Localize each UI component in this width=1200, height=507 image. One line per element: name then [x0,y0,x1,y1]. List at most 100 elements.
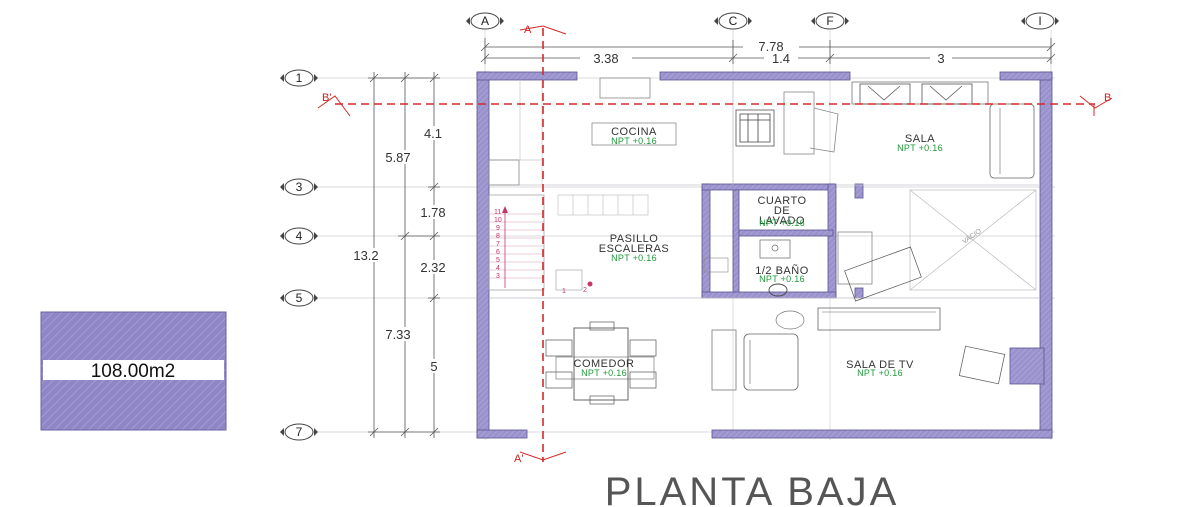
grid-row-bubbles: 1 3 4 5 7 [280,69,318,441]
dim-row-3: 2.32 [420,260,445,275]
void-label: VACIO [961,227,983,245]
stair-num: 9 [496,225,500,232]
grid-bubble-1: 1 [280,69,318,87]
stair-num: 7 [496,241,500,248]
grid-bubble-f: F [811,12,849,30]
sofa-tv-left [743,333,799,391]
dim-row-2: 1.78 [420,205,445,220]
area-label: 108.00m2 [91,361,176,382]
dim-mid-b: 7.33 [385,327,410,342]
desk-icon [837,231,873,285]
stair-num: 6 [496,249,500,256]
stair-num: 3 [496,273,500,280]
void-area: VACIO [909,189,1037,291]
room-pasillo-2: ESCALERAS [599,243,670,255]
svg-text:4: 4 [296,229,303,243]
room-cuarto-1: CUARTO [757,195,806,207]
dim-overall-height: 13.2 [353,248,378,263]
grid-bubble-4: 4 [280,227,318,245]
living-furniture [851,81,1035,179]
dining-table-icon [573,327,629,401]
kitchen-furniture [488,77,839,186]
svg-text:C: C [729,14,738,28]
npt-pasillo: NPT +0.16 [611,253,657,263]
interior-lines [489,80,1040,299]
chair-icon [844,246,922,302]
stove-icon [735,109,775,147]
stair-num: 5 [496,257,500,264]
fridge [488,159,520,186]
room-pasillo-1: PASILLO [610,233,659,245]
stair: 11 10 9 8 7 6 5 4 3 1 2 [488,194,649,295]
room-labels: COCINA NPT +0.16 SALA NPT +0.16 CUARTO D… [555,122,943,380]
grid-bubble-7: 7 [280,423,318,441]
stair-num: 10 [494,217,502,224]
svg-text:1: 1 [296,71,303,85]
npt-cocina: NPT +0.16 [611,136,657,146]
area-label-bg [43,360,224,380]
grid-bubble-3: 3 [280,178,318,196]
room-cocina: COCINA [611,126,657,138]
area-legend: 108.00m2 [40,311,227,431]
counter [783,91,815,155]
walls [476,71,1053,439]
cut-label-b-right: B [1104,92,1111,104]
dim-row-1: 4.1 [424,126,442,141]
npt-sala-tv: NPT +0.16 [857,368,903,378]
svg-text:3: 3 [296,180,303,194]
comedor-label-box [555,356,655,380]
room-cuarto-2: DE [774,205,790,217]
dim-seg-3: 3 [937,51,944,66]
dim-seg-1: 3.38 [593,51,618,66]
sofa-tv-top [817,307,941,331]
tv-room-furniture [711,231,1006,391]
npt-lavado: NPT +0.16 [759,218,805,228]
svg-text:I: I [1038,14,1041,28]
dim-mid-a: 5.87 [385,150,410,165]
stair-start-dot [587,281,593,287]
armchair-icon [921,83,973,105]
grid-column-bubbles: A C F I [466,12,1059,30]
dim-seg-2: 1.4 [772,51,790,66]
dim-row-4: 5 [430,359,437,374]
window-sala [851,81,989,105]
grid-bubble-i: I [1021,12,1059,30]
npt-comedor: NPT +0.16 [581,368,627,378]
armchair-icon [859,83,911,105]
grid-bubble-c: C [714,12,752,30]
svg-text:7: 7 [296,425,303,439]
stair-num: 8 [496,233,500,240]
svg-text:A: A [481,14,489,28]
npt-sala: NPT +0.16 [897,143,943,153]
door-swing [703,257,729,273]
room-bano: 1/2 BAÑO [755,264,809,277]
toilet-icon [768,283,788,297]
window-top [599,77,651,99]
cut-label-b-left: B' [322,92,331,104]
svg-text:5: 5 [296,291,303,305]
laundry-bath-fixtures [703,239,791,297]
stair-num: 1 [562,288,566,295]
stair-num: 11 [494,209,501,216]
tv-cabinet [711,329,737,391]
room-cuarto-3: LAVADO [759,215,805,227]
sofa-icon [989,103,1035,179]
dim-total-width: 7.78 [758,39,783,54]
cut-label-a-bottom: A' [514,453,523,465]
side-table-icon [775,310,805,330]
dining-furniture [545,321,657,405]
grid-lines [300,30,1055,440]
grid-bubble-5: 5 [280,289,318,307]
grid-bubble-a: A [466,12,504,30]
armchair-tv [958,345,1006,385]
section-cuts: A A' B' B [317,24,1113,465]
stair-num: 2 [583,287,587,294]
sink-icon [759,239,791,259]
npt-bano: NPT +0.16 [759,274,805,284]
room-sala: SALA [905,133,935,145]
cut-label-a-top: A [524,24,532,36]
cocina-label-box [591,122,677,146]
room-sala-tv: SALA DE TV [846,359,914,371]
stair-num: 4 [496,265,500,272]
